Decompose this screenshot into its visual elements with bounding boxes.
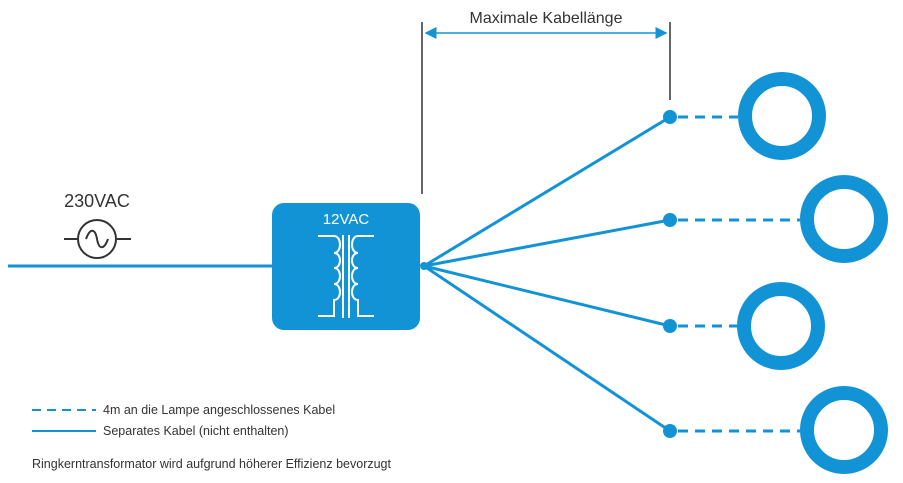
output-cable-1 xyxy=(423,115,671,268)
legend-solid-label: Separates Kabel (nicht enthalten) xyxy=(103,424,289,438)
transformer-label: 12VAC xyxy=(323,211,370,228)
transformer-box xyxy=(272,203,420,330)
ring-lamp-icon xyxy=(800,386,888,474)
output-cable-3 xyxy=(423,264,671,328)
dimension-label: Maximale Kabellänge xyxy=(470,10,623,27)
transformer-icon: 12VAC xyxy=(272,203,420,330)
legend: 4m an die Lampe angeschlossenes Kabel Se… xyxy=(32,403,335,438)
connector-dot xyxy=(663,424,677,438)
footnote: Ringkerntransformator wird aufgrund höhe… xyxy=(32,457,392,471)
connector-dot xyxy=(663,213,677,227)
output-cable-4 xyxy=(423,264,671,433)
cable-length-dimension: Maximale Kabellänge xyxy=(421,10,671,194)
ac-source-icon: 230VAC xyxy=(64,191,131,259)
output-cables xyxy=(420,110,800,438)
legend-dashed-label: 4m an die Lampe angeschlossenes Kabel xyxy=(103,403,335,417)
ring-lamp-icon xyxy=(737,282,825,370)
connector-dot xyxy=(663,110,677,124)
output-cable-2 xyxy=(423,218,671,268)
connector-dot xyxy=(663,319,677,333)
ring-lamp-icon xyxy=(800,175,888,263)
source-label: 230VAC xyxy=(64,191,130,211)
ring-lamp-icon xyxy=(738,72,826,160)
lamps xyxy=(737,72,888,474)
